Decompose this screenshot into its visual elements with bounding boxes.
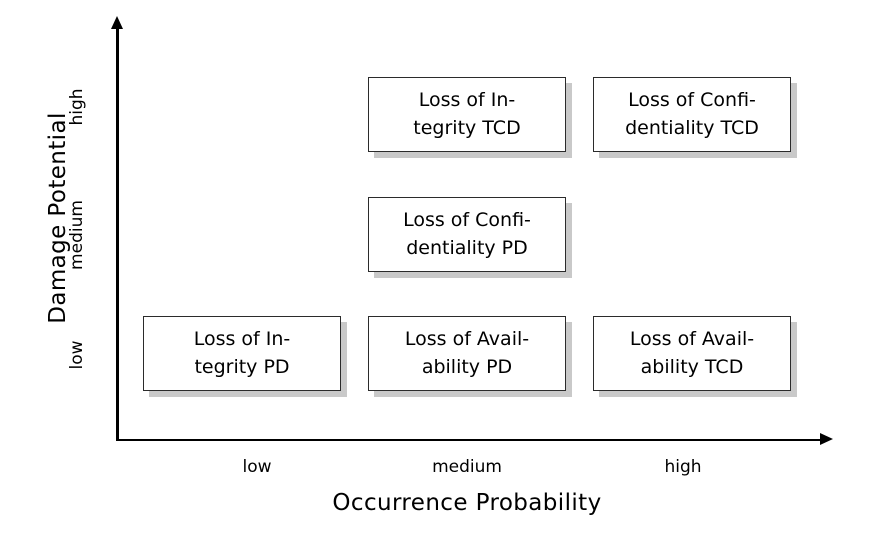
risk-box-line-1: Loss of In- (418, 88, 516, 111)
risk-box-line-2: ability TCD (640, 355, 744, 378)
risk-box-line-1: Loss of Avail- (629, 327, 755, 350)
x-tick-label-high: high (664, 457, 702, 477)
risk-box-integrity-tcd: Loss of In- tegrity TCD (368, 77, 566, 152)
risk-box-line-2: dentiality PD (406, 236, 528, 259)
x-axis-line (116, 438, 823, 441)
risk-box-confidentiality-tcd: Loss of Confi- dentiality TCD (593, 77, 791, 152)
risk-box-line-2: tegrity PD (194, 355, 290, 378)
risk-box-availability-pd: Loss of Avail- ability PD (368, 316, 566, 391)
risk-box-line-1: Loss of Confi- (403, 208, 531, 231)
x-tick-label-medium: medium (432, 457, 502, 477)
risk-box-line-2: dentiality TCD (625, 116, 759, 139)
y-tick-label-low: low (67, 340, 87, 370)
y-tick-label-medium: medium (67, 200, 87, 270)
y-axis-arrow-icon (111, 16, 123, 29)
x-axis-title: Occurrence Probability (332, 490, 602, 516)
risk-box-line-2: ability PD (421, 355, 513, 378)
risk-box-line-1: Loss of Avail- (404, 327, 530, 350)
risk-box-integrity-pd: Loss of In- tegrity PD (143, 316, 341, 391)
risk-box-line-1: Loss of Confi- (628, 88, 756, 111)
y-axis-line (116, 26, 119, 441)
risk-box-availability-tcd: Loss of Avail- ability TCD (593, 316, 791, 391)
x-axis-arrow-icon (820, 433, 833, 445)
y-tick-label-high: high (67, 88, 87, 126)
risk-box-confidentiality-pd: Loss of Confi- dentiality PD (368, 197, 566, 272)
risk-box-line-2: tegrity TCD (413, 116, 521, 139)
risk-box-line-1: Loss of In- (193, 327, 291, 350)
x-tick-label-low: low (242, 457, 272, 477)
